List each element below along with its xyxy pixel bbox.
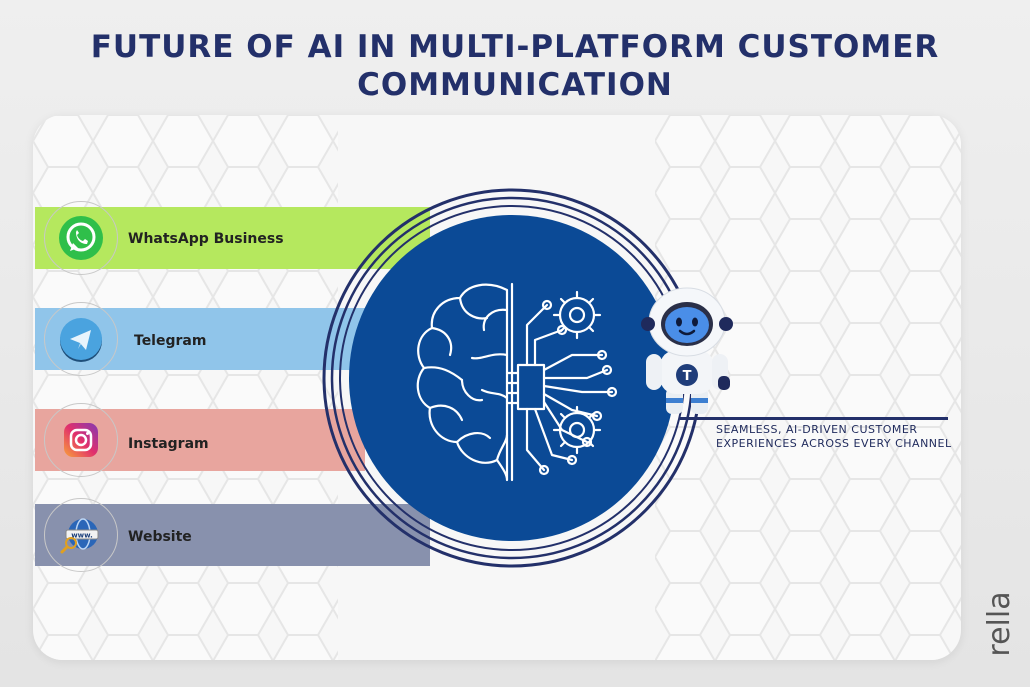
title-line-1: FUTURE OF AI IN MULTI-PLATFORM CUSTOMER [90, 29, 940, 65]
tagline: SEAMLESS, AI-DRIVEN CUSTOMER EXPERIENCES… [716, 423, 952, 450]
whatsapp-icon [59, 216, 103, 260]
astronaut-robot-mascot: T [636, 284, 738, 420]
astronaut-robot-icon: T [641, 287, 733, 414]
tagline-divider [680, 417, 948, 420]
ai-hub [322, 180, 702, 590]
website-icon: www. [60, 518, 99, 554]
page-title: FUTURE OF AI IN MULTI-PLATFORM CUSTOMER … [0, 28, 1030, 104]
telegram-icon-ring[interactable] [44, 302, 118, 376]
channel-label-telegram: Telegram [134, 333, 207, 349]
channel-label-whatsapp: WhatsApp Business [128, 231, 284, 247]
instagram-icon-ring[interactable] [44, 403, 118, 477]
ai-brain-icon [322, 188, 702, 568]
brand-logo: rella [982, 591, 1017, 657]
channel-label-website: Website [128, 529, 192, 545]
channel-label-instagram: Instagram [128, 436, 209, 452]
telegram-icon [60, 318, 102, 362]
hexagon-pattern-left [33, 115, 338, 660]
title-line-2: COMMUNICATION [357, 67, 673, 103]
instagram-icon [64, 423, 98, 457]
website-icon-ring[interactable]: www. [44, 498, 118, 572]
mascot-badge: T [683, 369, 692, 384]
svg-text:www.: www. [71, 532, 93, 540]
whatsapp-icon-ring[interactable] [44, 201, 118, 275]
